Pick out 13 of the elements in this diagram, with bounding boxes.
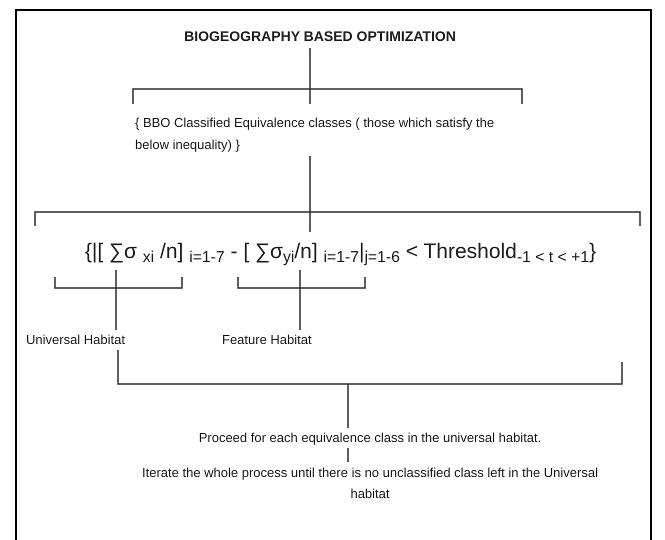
group-label: Universal Habitat: [26, 332, 125, 347]
bracket-connector: [347, 448, 349, 462]
bracket-connector: [132, 47, 523, 105]
bracket-connector: [54, 269, 183, 331]
process-text: Iterate the whole process until there is no unclassified class left in the Universal habitat: [142, 465, 598, 501]
bracket-connector: [34, 155, 641, 233]
bracket-connector: [117, 349, 623, 429]
formula-text: {|[ ∑σ $_{xi}$ /n] $_{i=1-7}$ - [ ∑σ$_{yi}$/n] $_{i=1-7}$|$_{j=1-6}$ < Threshold$_{-1 < t < +1}$}: [84, 240, 596, 263]
bracket-connector: [237, 269, 366, 331]
process-text: Proceed for each equivalence class in the universal habitat.: [198, 430, 542, 445]
title-text: BIOGEOGRAPHY BASED OPTIMIZATION: [184, 28, 456, 44]
group-label: Feature Habitat: [222, 332, 312, 347]
process-text: { BBO Classified Equivalence classes ( those which satisfy the below inequality) }: [135, 115, 494, 152]
